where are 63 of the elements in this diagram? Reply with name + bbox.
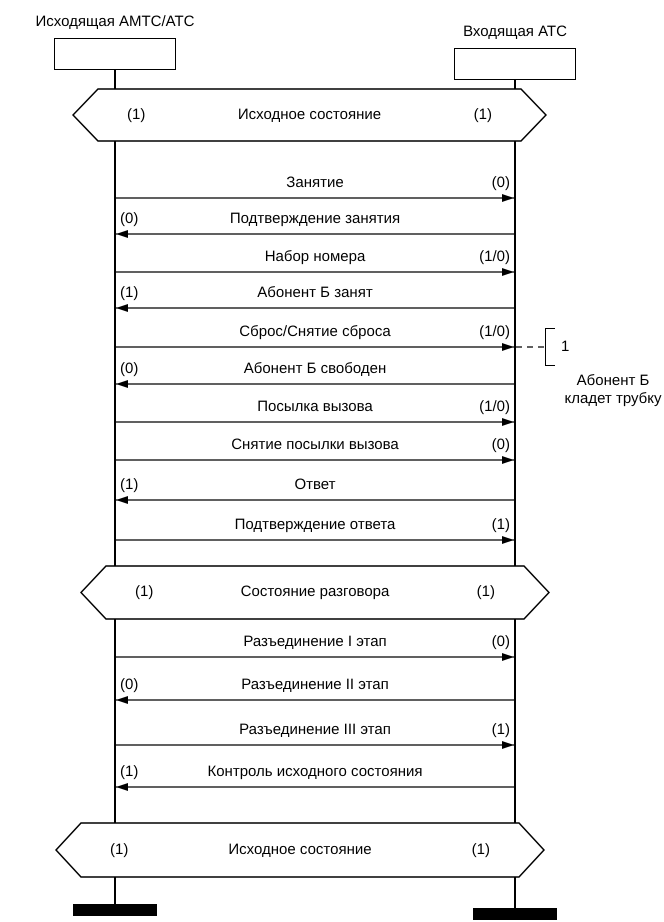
message-label: Контроль исходного состояния [206, 762, 424, 782]
state-value: (0) [492, 435, 510, 455]
lifeline [114, 70, 116, 904]
state-hexagon [72, 88, 547, 142]
participant-title: Входящая АТС [463, 22, 567, 42]
message-arrow [116, 536, 514, 544]
state-value: (0) [120, 209, 138, 229]
state-value: (1) [120, 762, 138, 782]
state-value: (1) [110, 840, 128, 860]
message-label: Подтверждение ответа [234, 515, 396, 535]
message-arrow [116, 268, 514, 276]
message-arrow [116, 783, 514, 791]
message-arrow [116, 230, 514, 238]
message-label: Разъединение I этап [242, 632, 388, 652]
message-label: Снятие посылки вызова [230, 435, 400, 455]
lifeline-end-bar [73, 904, 157, 916]
message-label: Разъединение II этап [240, 675, 390, 695]
state-value: (1) [135, 582, 154, 602]
message-arrow [116, 418, 514, 426]
message-label: Набор номера [264, 247, 366, 267]
message-label: Ответ [293, 475, 337, 495]
state-hexagon [80, 565, 550, 620]
message-arrow [116, 456, 514, 464]
message-label: Разъединение III этап [238, 720, 392, 740]
message-arrow [116, 696, 514, 704]
state-value: (1) [120, 283, 138, 303]
state-value: (1) [120, 475, 138, 495]
message-label: Сброс/Снятие сброса [238, 322, 392, 342]
state-value: (0) [120, 675, 138, 695]
message-label: Абонент Б занят [256, 283, 374, 303]
message-arrow [116, 304, 514, 312]
dashed-line [516, 346, 545, 348]
message-label: Занятие [285, 173, 345, 193]
message-label: Подтверждение занятия [228, 209, 402, 229]
state-value: (1/0) [479, 247, 510, 267]
lifeline-end-bar [473, 908, 557, 920]
participant-title: Исходящая АМТС/АТС [36, 12, 194, 32]
state-value: (1) [492, 720, 510, 740]
state-value: (0) [492, 173, 510, 193]
state-value: (1/0) [479, 322, 510, 342]
state-value: (1) [476, 582, 495, 602]
state-value: (0) [120, 359, 138, 379]
state-value: (1) [474, 104, 492, 125]
message-arrow [116, 496, 514, 504]
note-text: Абонент Б кладет трубку [564, 372, 662, 408]
message-arrow [116, 343, 514, 351]
state-value: (0) [492, 632, 510, 652]
state-name: Состояние разговора [240, 582, 390, 602]
message-arrow [116, 741, 514, 749]
lifeline [514, 80, 516, 908]
message-label: Абонент Б свободен [242, 359, 388, 379]
state-value: (1) [127, 104, 146, 125]
state-value: (1) [492, 515, 510, 535]
note-number: 1 [561, 336, 570, 357]
state-value: (1/0) [479, 397, 510, 417]
message-arrow [116, 380, 514, 388]
message-label: Посылка вызова [256, 397, 374, 417]
state-name: Исходное состояние [228, 840, 372, 860]
state-value: (1) [472, 840, 490, 860]
state-name: Исходное состояние [238, 104, 382, 125]
state-hexagon [55, 822, 545, 878]
message-arrow [116, 194, 514, 202]
message-arrow [116, 653, 514, 661]
